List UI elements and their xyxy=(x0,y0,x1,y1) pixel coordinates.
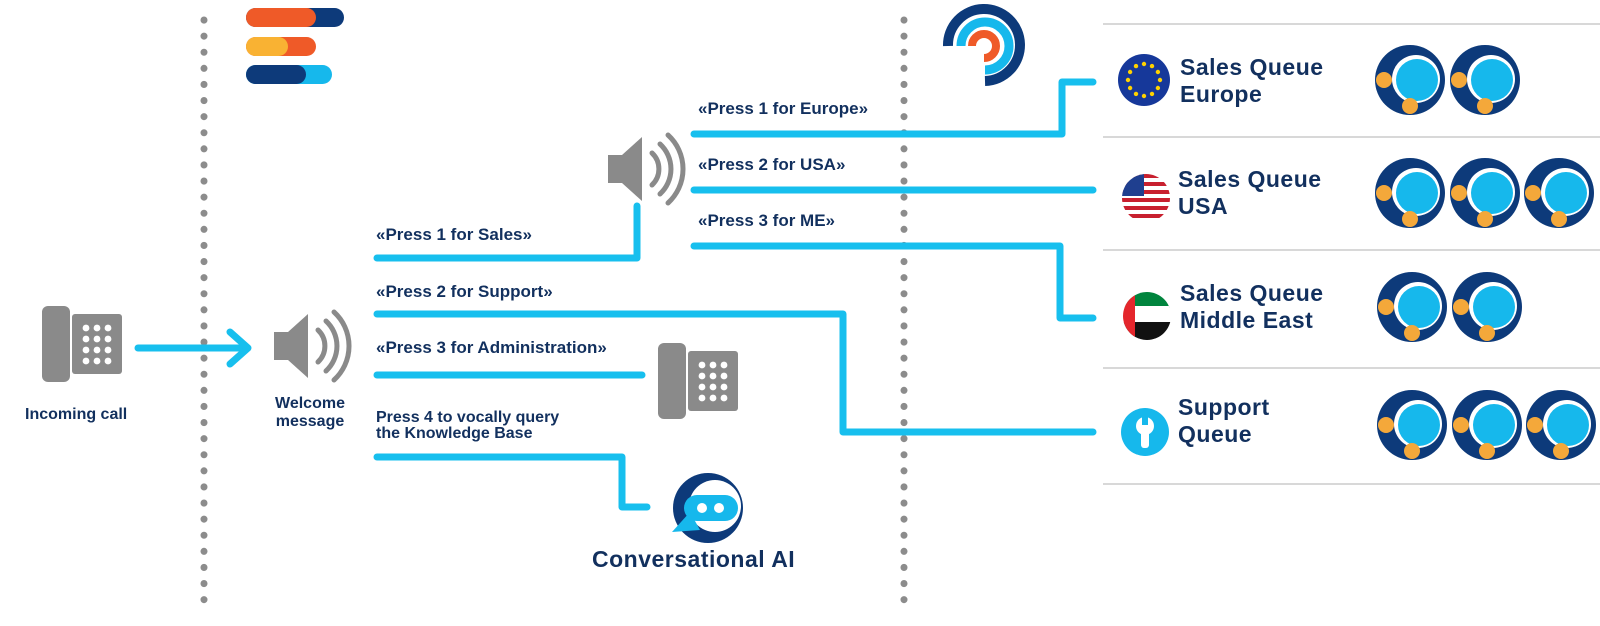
welcome-line2: message xyxy=(275,413,345,430)
agent-icon xyxy=(1450,45,1520,115)
agent-icon xyxy=(1450,158,1520,228)
incoming-call-label: Incoming call xyxy=(25,406,128,423)
agent-icon xyxy=(1526,390,1596,460)
eu-star xyxy=(1155,85,1161,91)
eu-star xyxy=(1141,61,1147,67)
queue-me-line1: Sales Queue xyxy=(1180,280,1324,306)
usa-flag-icon xyxy=(1122,174,1170,222)
queue-usa-line1: Sales Queue xyxy=(1178,166,1322,192)
eu-star xyxy=(1125,77,1131,83)
eu-star xyxy=(1155,69,1161,75)
eu-star xyxy=(1127,85,1133,91)
queue-name-usa: Sales Queue USA xyxy=(1178,166,1322,220)
menu-option-support: «Press 2 for Support» xyxy=(376,282,553,301)
agent-icon xyxy=(1375,45,1445,115)
eu-star xyxy=(1141,93,1147,99)
submenu-option-usa: «Press 2 for USA» xyxy=(698,155,846,174)
wrench-icon xyxy=(1121,408,1169,456)
eu-flag-icon xyxy=(1118,54,1170,106)
welcome-speaker-icon xyxy=(274,312,349,380)
brand-logo-swirl-icon xyxy=(942,4,1025,86)
submenu-option-europe: «Press 1 for Europe» xyxy=(698,99,869,118)
agent-icon xyxy=(1377,272,1447,342)
submenu-speaker-icon xyxy=(608,135,683,203)
uae-flag-icon xyxy=(1123,292,1171,340)
queue-europe-line2: Europe xyxy=(1180,81,1263,107)
agent-icon xyxy=(1524,158,1594,228)
submenu-option-me: «Press 3 for ME» xyxy=(698,211,836,230)
menu-option-knowledge-base: Press 4 to vocally query the Knowledge B… xyxy=(376,410,559,442)
chatbot-bubble-icon xyxy=(672,473,743,543)
queue-name-europe: Sales Queue Europe xyxy=(1180,54,1324,108)
agent-icon xyxy=(1375,158,1445,228)
incoming-phone-icon xyxy=(42,306,122,382)
queue-europe-line1: Sales Queue xyxy=(1180,54,1324,80)
eu-star xyxy=(1149,63,1155,69)
welcome-line1: Welcome xyxy=(275,395,345,412)
eu-star xyxy=(1133,91,1139,97)
menu-option-sales: «Press 1 for Sales» xyxy=(376,225,532,244)
agents xyxy=(1375,45,1596,460)
welcome-message-label: Welcome message xyxy=(260,395,360,431)
brand-logo-bars-icon xyxy=(246,8,344,84)
queue-usa-line2: USA xyxy=(1178,193,1229,219)
queue-separators xyxy=(1103,23,1600,485)
queue-name-support: Support Queue xyxy=(1178,394,1270,448)
queue-support-line2: Queue xyxy=(1178,421,1253,447)
administration-phone-icon xyxy=(658,343,738,419)
queue-me-line2: Middle East xyxy=(1180,307,1314,333)
agent-icon xyxy=(1452,390,1522,460)
eu-star xyxy=(1127,69,1133,75)
eu-star xyxy=(1157,77,1163,83)
flow-lines xyxy=(134,78,1097,511)
kb-line1: Press 4 to vocally query xyxy=(376,409,560,426)
eu-star xyxy=(1133,63,1139,69)
eu-star xyxy=(1149,91,1155,97)
queue-support-line1: Support xyxy=(1178,394,1270,420)
conversational-ai-label: Conversational AI xyxy=(592,546,796,572)
agent-icon xyxy=(1377,390,1447,460)
menu-option-administration: «Press 3 for Administration» xyxy=(376,338,607,357)
queue-name-middle-east: Sales Queue Middle East xyxy=(1180,280,1324,334)
agent-icon xyxy=(1452,272,1522,342)
kb-line2: the Knowledge Base xyxy=(376,425,533,442)
